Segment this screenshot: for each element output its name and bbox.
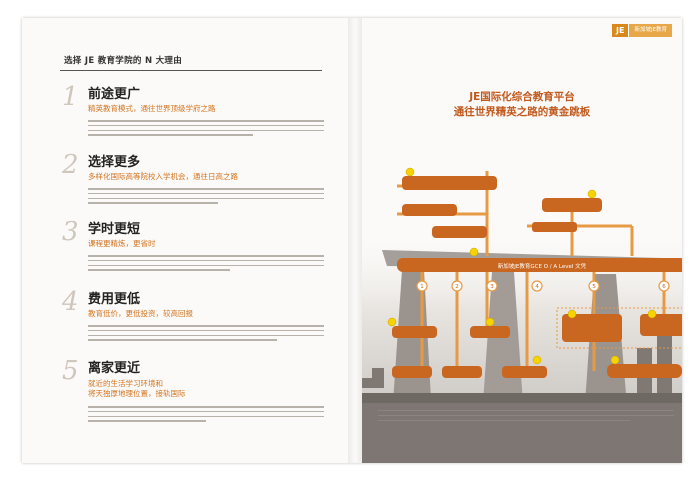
reason-body bbox=[88, 188, 324, 207]
reason-heading: 离家更近 bbox=[88, 361, 141, 376]
circle-number-1: 1 bbox=[420, 284, 424, 290]
reason-subtitle-line-1: 就近的生活学习环境和 bbox=[88, 379, 163, 388]
title-line-2: 通往世界精英之路的黄金跳板 bbox=[453, 106, 591, 118]
reason-body bbox=[88, 406, 324, 425]
circle-number-4: 4 bbox=[535, 284, 539, 290]
reason-body bbox=[88, 255, 324, 274]
reason-number: 5 bbox=[62, 356, 79, 386]
reason-heading: 费用更低 bbox=[88, 292, 141, 307]
reason-number: 2 bbox=[62, 150, 79, 180]
reason-number: 3 bbox=[62, 217, 79, 247]
reason-heading: 选择更多 bbox=[88, 155, 141, 170]
reason-number: 4 bbox=[62, 287, 79, 317]
center-node-label: 新加坡JE教育GCE O / A Level 文凭 bbox=[498, 262, 587, 270]
brand-logo: JE 新加坡JE教育 bbox=[612, 24, 673, 37]
reason-heading: 学时更短 bbox=[88, 222, 141, 237]
title-line-1: JE国际化综合教育平台 bbox=[469, 91, 575, 103]
logo-je: JE bbox=[612, 24, 629, 37]
brochure-spread: 选择 JE 教育学院的 N 大理由 1 前途更广 精英教育模式，通往世界顶级学府… bbox=[22, 18, 682, 463]
reason-subtitle: 精英教育模式，通往世界顶级学府之路 bbox=[88, 104, 216, 113]
reason-subtitle: 多样化国际高等院校入学机会，通往日高之路 bbox=[88, 172, 238, 181]
pathway-diagram: 新加坡JE教育GCE O / A Level 文凭 1 2 3 4 5 6 bbox=[387, 167, 682, 378]
left-page-title: 选择 JE 教育学院的 N 大理由 bbox=[64, 56, 183, 66]
right-page-title: JE国际化综合教育平台 通往世界精英之路的黄金跳板 bbox=[362, 90, 682, 120]
reason-subtitle-line-2: 将天独厚地理位置，接轨国际 bbox=[88, 389, 186, 398]
reason-subtitle: 教育低价，更低投资，较高回报 bbox=[88, 309, 193, 318]
logo-tagline: 新加坡JE教育 bbox=[628, 24, 673, 37]
reason-number: 1 bbox=[62, 82, 79, 112]
diagram-footnote bbox=[378, 410, 674, 425]
reason-body bbox=[88, 120, 324, 139]
circle-number-2: 2 bbox=[455, 284, 459, 290]
page-fold bbox=[348, 18, 362, 463]
circle-number-3: 3 bbox=[490, 284, 494, 290]
circle-number-6: 6 bbox=[662, 284, 666, 290]
reason-body bbox=[88, 325, 324, 344]
circle-number-5: 5 bbox=[592, 284, 596, 290]
reason-subtitle: 课程更精炼，更省时 bbox=[88, 239, 156, 248]
title-rule bbox=[60, 70, 322, 71]
reason-heading: 前途更广 bbox=[88, 87, 141, 102]
